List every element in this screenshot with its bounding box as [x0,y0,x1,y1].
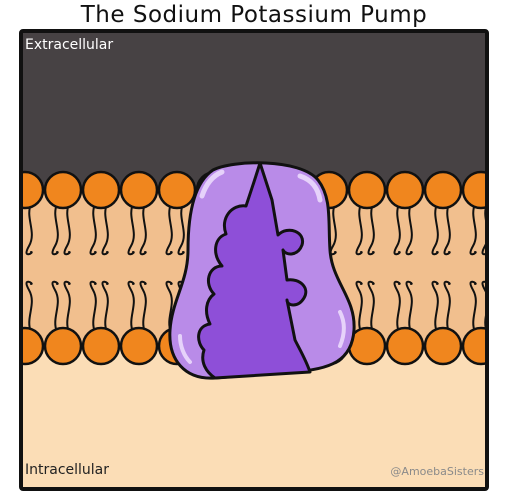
phospholipid-tail [101,203,109,256]
phospholipid-tail [51,280,59,333]
phospholipid-tail [393,203,401,256]
phospholipid-tail [355,203,363,256]
phospholipid-tail [51,203,59,256]
phospholipid-tail [127,280,135,333]
phospholipid-tail [63,203,71,256]
phospholipid-head [423,170,463,210]
intracellular-label: Intracellular [25,462,110,478]
phospholipid-head [461,170,487,210]
phospholipid-head [81,170,121,210]
phospholipid-tail [355,280,363,333]
pump-highlight-lowerleft [178,334,192,364]
phospholipid-tail [443,203,451,256]
credit-watermark: @AmoebaSisters [390,465,484,478]
phospholipid-tail [139,203,147,256]
phospholipid-tail [89,203,97,256]
phospholipid-tail [469,280,477,333]
phospholipid-head [21,326,45,366]
phospholipid-tail [139,280,147,333]
pump-highlight-lower [338,310,346,348]
phospholipid-tail [127,203,135,256]
pump-highlight-left [199,169,225,199]
phospholipid-tail [393,280,401,333]
phospholipid-tail [443,280,451,333]
phospholipid-tail [101,280,109,333]
phospholipid-tail [25,280,33,333]
phospholipid-head [119,326,159,366]
phospholipid-tail [165,280,173,333]
phospholipid-head [385,170,425,210]
phospholipid-tail [405,280,413,333]
sodium-potassium-pump [168,161,356,380]
pump-dark-channel [197,161,312,380]
phospholipid-head [157,170,197,210]
phospholipid-tail [177,203,185,256]
phospholipid-head [43,170,83,210]
phospholipid-head [81,326,121,366]
phospholipid-tail [405,203,413,256]
pump-highlight-right [297,173,323,203]
panel-border [19,29,489,491]
phospholipid-tail [469,203,477,256]
diagram-title: The Sodium Potassium Pump [80,2,428,28]
phospholipid-tail [367,280,375,333]
phospholipid-head [461,326,487,366]
phospholipid-tail [329,203,337,256]
phospholipid-head [119,170,159,210]
phospholipid-head [347,170,387,210]
phospholipid-tail [367,203,375,256]
phospholipid-head [385,326,425,366]
phospholipid-head [21,170,45,210]
phospholipid-tail [63,280,71,333]
phospholipid-tail [89,280,97,333]
phospholipid-tail [431,203,439,256]
phospholipid-head [423,326,463,366]
phospholipid-tail [25,203,33,256]
phospholipid-tail [431,280,439,333]
phospholipid-head [43,326,83,366]
extracellular-label: Extracellular [25,37,114,53]
phospholipid-tail [165,203,173,256]
